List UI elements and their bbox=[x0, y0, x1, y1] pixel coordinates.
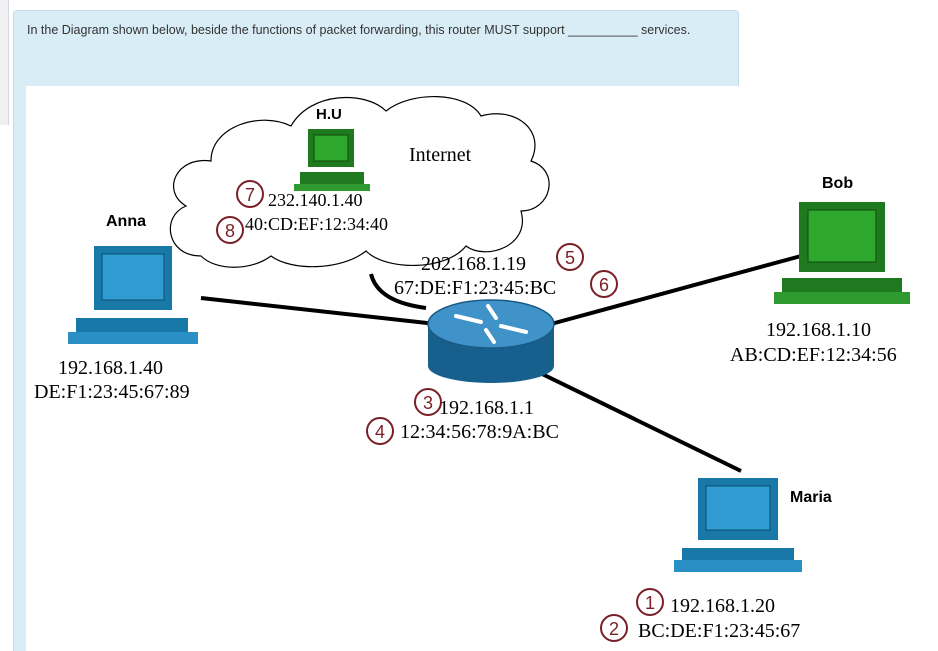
bob-ip: 192.168.1.10 bbox=[766, 319, 871, 341]
router-icon bbox=[427, 299, 555, 383]
router-lan-ip: 192.168.1.1 bbox=[439, 397, 534, 419]
badge-7-label: 7 bbox=[245, 185, 255, 205]
badge-2 bbox=[600, 614, 628, 642]
badge-3 bbox=[414, 388, 442, 416]
question-text: In the Diagram shown below, beside the f… bbox=[27, 23, 691, 37]
link-router-internet bbox=[369, 273, 427, 310]
diagram-canvas: Internet H.U Anna 192.168.1.40 DE:F1:23:… bbox=[34, 95, 910, 642]
bob-mac: AB:CD:EF:12:34:56 bbox=[730, 344, 897, 366]
badge-5-label: 5 bbox=[565, 248, 575, 268]
network-diagram: Internet H.U Anna 192.168.1.40 DE:F1:23:… bbox=[26, 86, 938, 651]
maria-mac: BC:DE:F1:23:45:67 bbox=[638, 620, 800, 642]
badge-7 bbox=[236, 180, 264, 208]
badge-5 bbox=[556, 243, 584, 271]
badge-1-label: 1 bbox=[645, 593, 655, 613]
left-gutter bbox=[0, 0, 9, 125]
badge-8 bbox=[216, 216, 244, 244]
anna-ip: 192.168.1.40 bbox=[58, 357, 163, 379]
badge-6-label: 6 bbox=[599, 275, 609, 295]
badge-6 bbox=[590, 270, 618, 298]
maria-name: Maria bbox=[790, 489, 832, 506]
bob-name: Bob bbox=[822, 175, 853, 192]
badge-4 bbox=[366, 417, 394, 445]
cloud-label: Internet bbox=[409, 144, 472, 166]
maria-computer-icon bbox=[674, 478, 802, 572]
badge-4-label: 4 bbox=[375, 422, 385, 442]
router-lan-mac: 12:34:56:78:9A:BC bbox=[400, 421, 559, 443]
bob-computer-icon bbox=[774, 202, 910, 304]
badge-3-label: 3 bbox=[423, 393, 433, 413]
router-wan-mac: 67:DE:F1:23:45:BC bbox=[394, 277, 556, 299]
badge-8-label: 8 bbox=[225, 221, 235, 241]
anna-name: Anna bbox=[106, 213, 146, 230]
link-router-maria bbox=[535, 369, 742, 473]
maria-ip: 192.168.1.20 bbox=[670, 595, 775, 617]
anna-computer-icon bbox=[68, 246, 198, 344]
anna-mac: DE:F1:23:45:67:89 bbox=[34, 381, 190, 403]
link-anna-router bbox=[200, 296, 437, 326]
hu-computer-icon bbox=[294, 129, 370, 191]
router-wan-ip: 202.168.1.19 bbox=[421, 253, 526, 275]
hu-mac: 40:CD:EF:12:34:40 bbox=[245, 214, 388, 234]
badge-1 bbox=[636, 588, 664, 616]
badge-2-label: 2 bbox=[609, 619, 619, 639]
link-router-bob bbox=[550, 254, 802, 326]
hu-name: H.U bbox=[316, 106, 342, 123]
hu-ip: 232.140.1.40 bbox=[268, 190, 363, 210]
